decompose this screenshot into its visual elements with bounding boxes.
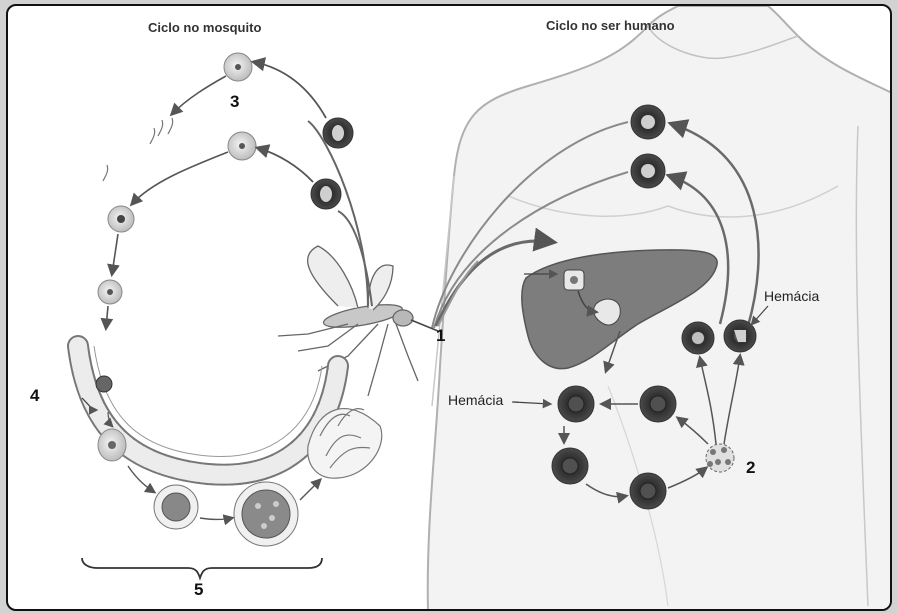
label-4: 4 <box>30 386 39 406</box>
microgametes <box>103 118 173 181</box>
label-hemacia-right: Hemácia <box>764 288 819 304</box>
oocyst-large <box>234 482 298 546</box>
infected-rbc-right-1 <box>682 322 714 354</box>
gametocyte-dark-2 <box>311 179 341 209</box>
oocyst-small <box>98 429 126 461</box>
malaria-cycle-illustration <box>8 6 892 611</box>
gametocyte-cell-upper <box>631 105 665 139</box>
gametocyte-dark-1 <box>323 118 353 148</box>
label-hemacia-left: Hemácia <box>448 392 503 408</box>
oocyst-medium <box>154 485 198 529</box>
rbc-cycle-4 <box>630 473 666 509</box>
label-2: 2 <box>746 458 755 478</box>
zygote-cell-top <box>224 53 252 81</box>
gamete-cell-light <box>228 132 256 160</box>
brace-5 <box>82 558 322 578</box>
title-human-cycle: Ciclo no ser humano <box>546 18 675 33</box>
rbc-cycle-2 <box>640 386 676 422</box>
rbc-cycle-1 <box>558 386 594 422</box>
zygote-cell-lower <box>98 280 122 304</box>
mosquito <box>278 246 438 396</box>
label-1: 1 <box>436 326 445 346</box>
ookinete-cell <box>108 206 134 232</box>
title-mosquito-cycle: Ciclo no mosquito <box>148 20 261 35</box>
rbc-cycle-3 <box>552 448 588 484</box>
diagram-frame: Ciclo no mosquito Ciclo no ser humano 1 … <box>6 4 892 611</box>
label-5: 5 <box>194 580 203 600</box>
gametocyte-cell-lower <box>631 154 665 188</box>
infected-rbc-right-2 <box>724 320 756 352</box>
ruptured-rbc-merozoites <box>706 444 734 472</box>
label-3: 3 <box>230 92 239 112</box>
